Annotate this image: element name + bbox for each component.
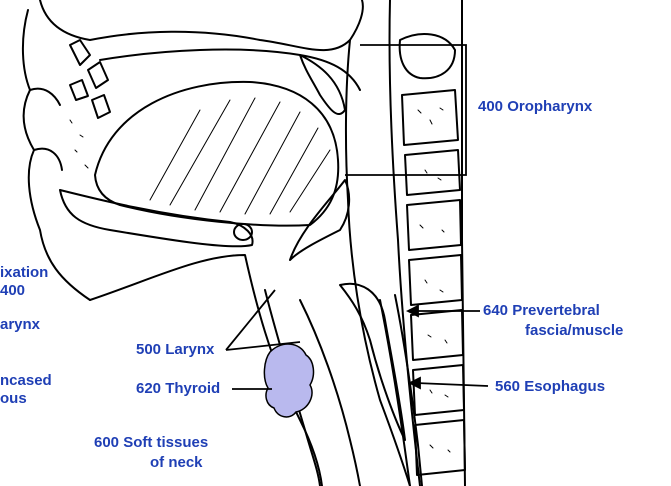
prevertebral-arrow-head: [408, 306, 418, 316]
larynx-left-label: arynx: [0, 316, 40, 334]
lower-lip: [34, 149, 62, 170]
esophagus-label: 560 Esophagus: [495, 378, 605, 396]
encased-label-line1: ncased: [0, 372, 52, 390]
vertebral-posterior-line: [462, 0, 465, 486]
vertebra-c6: [411, 310, 463, 360]
encased-label-line2: ous: [0, 390, 27, 408]
fixation-label-line1: ixation: [0, 264, 48, 282]
oropharynx-label: 400 Oropharynx: [478, 98, 592, 116]
prevertebral-label-line1: 640 Prevertebral: [483, 302, 600, 320]
esophagus-posterior: [395, 295, 422, 486]
vertebra-c1: [400, 34, 455, 78]
tongue-outline: [95, 82, 338, 226]
fixation-label-line2: 400: [0, 282, 25, 300]
upper-teeth: [70, 40, 108, 88]
vertebra-c3: [405, 150, 460, 195]
thyroid-gland: [264, 344, 313, 417]
esophagus-arrow-line: [416, 383, 488, 386]
prevertebral-label-line2: fascia/muscle: [525, 322, 623, 340]
esophagus-anterior: [380, 300, 410, 486]
esophagus-arrow-head: [410, 378, 420, 388]
vertebra-c7: [413, 365, 464, 415]
vertebra-c4: [407, 200, 461, 250]
soft-tissues-label-line1: 600 Soft tissues: [94, 434, 208, 452]
thyroid-label: 620 Thyroid: [136, 380, 220, 398]
skull-base-outline: [40, 0, 363, 50]
arytenoid-cartilage: [340, 284, 405, 440]
lower-teeth: [70, 80, 110, 118]
larynx-label: 500 Larynx: [136, 341, 214, 359]
soft-tissues-label-line2: of neck: [150, 454, 203, 472]
upper-lip: [30, 89, 60, 105]
vertebra-c2: [402, 90, 458, 145]
vertebra-t1: [415, 420, 465, 475]
vertebra-c5: [409, 255, 462, 305]
